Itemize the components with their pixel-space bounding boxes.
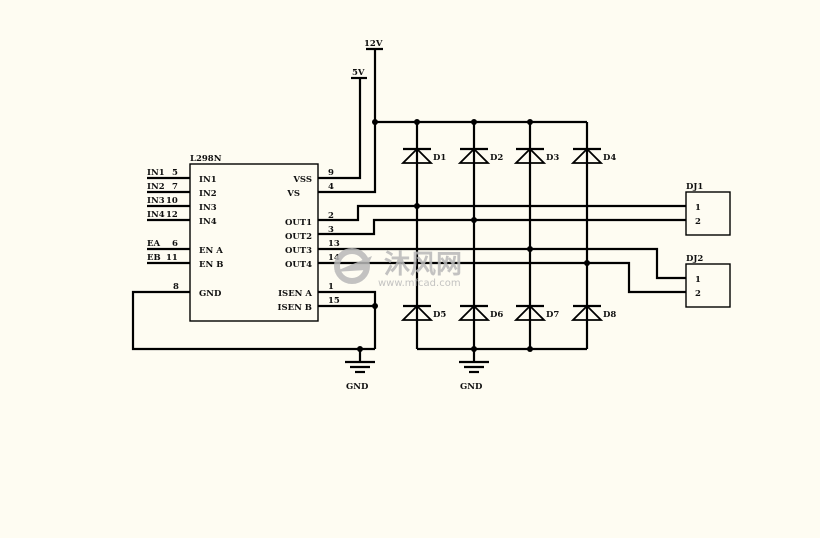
- pin-label-out2: OUT2: [285, 232, 312, 242]
- diode-d8: D8: [570, 304, 616, 321]
- diode-d3: D3: [513, 147, 559, 164]
- connector-dj2-pin1: 1: [695, 275, 701, 285]
- watermark-logo-icon: [334, 248, 372, 284]
- connector-dj1-pin2: 2: [695, 217, 701, 227]
- diode-label-d4: D4: [603, 153, 616, 163]
- pin-label-isenb: ISEN B: [277, 303, 312, 313]
- pin-label-out4: OUT4: [285, 260, 312, 270]
- pin-num-5: 5: [172, 168, 178, 178]
- pin-label-ena: EN A: [199, 246, 223, 256]
- diode-d2: D2: [457, 147, 503, 164]
- watermark-text: 沐风网: [384, 250, 462, 280]
- diode-label-d7: D7: [546, 310, 559, 320]
- pin-num-3: 3: [328, 225, 334, 235]
- net-label-in3: IN3: [147, 196, 165, 206]
- gnd-label-2: GND: [460, 382, 483, 392]
- pin-num-12: 12: [166, 210, 178, 220]
- chip-body: [189, 163, 319, 322]
- wire-vs: [318, 49, 377, 194]
- diode-label-d6: D6: [490, 310, 503, 320]
- pin-label-vs: VS: [286, 189, 300, 199]
- l298n-chip: L298N IN1 IN2 IN3 IN4 EN A EN B GND VSS …: [166, 154, 340, 322]
- net-label-ea: EA: [147, 239, 160, 249]
- wire-vss: [318, 78, 362, 180]
- pin-num-15: 15: [328, 296, 340, 306]
- diode-d7: D7: [513, 304, 559, 321]
- wire-out4: [318, 261, 686, 294]
- pin-num-10: 10: [166, 196, 178, 206]
- pin-num-4: 4: [328, 182, 334, 192]
- v5-label: 5V: [352, 68, 365, 78]
- diode-d5: D5: [400, 304, 446, 321]
- pin-num-9: 9: [328, 168, 334, 178]
- connector-dj2-pin2: 2: [695, 289, 701, 299]
- diode-bridge: D1 D2 D3 D4 D5 D6: [400, 119, 616, 352]
- pin-num-13: 13: [328, 239, 340, 249]
- net-label-in1: IN1: [147, 168, 165, 178]
- pin-label-enb: EN B: [199, 260, 223, 270]
- watermark-url: www.mfcad.com: [378, 278, 461, 289]
- v12-label: 12V: [364, 39, 383, 49]
- output-wires: [318, 203, 686, 294]
- diode-label-d8: D8: [603, 310, 616, 320]
- wire-out2: [318, 218, 686, 236]
- pin-label-in1: IN1: [199, 175, 217, 185]
- connector-label-dj2: DJ2: [686, 254, 703, 264]
- pin-num-2: 2: [328, 211, 334, 221]
- net-label-in4: IN4: [147, 210, 165, 220]
- wire-out1: [318, 204, 686, 222]
- chip-name: L298N: [190, 154, 222, 164]
- diode-label-d1: D1: [433, 153, 446, 163]
- ground-symbol-1: GND: [345, 346, 375, 392]
- power-rails: 12V 5V: [318, 39, 587, 194]
- pin-num-1: 1: [328, 282, 334, 292]
- wire-isena: [318, 290, 377, 349]
- pin-num-11: 11: [166, 253, 178, 263]
- watermark: 沐风网 www.mfcad.com: [334, 248, 462, 289]
- connector-label-dj1: DJ1: [686, 182, 703, 192]
- pin-label-gnd: GND: [199, 289, 222, 299]
- junction-col2-top: [471, 119, 477, 125]
- connector-dj1-pin1: 1: [695, 203, 701, 213]
- junction-col3-bottom: [527, 346, 533, 352]
- diode-d6: D6: [457, 304, 503, 321]
- pin-num-7: 7: [172, 182, 178, 192]
- connector-dj2: DJ2 1 2: [685, 254, 731, 308]
- diode-label-d5: D5: [433, 310, 446, 320]
- gnd-label-1: GND: [346, 382, 369, 392]
- junction-top-rail: [372, 119, 378, 125]
- pin-num-14: 14: [328, 253, 340, 263]
- diode-label-d3: D3: [546, 153, 559, 163]
- net-label-eb: EB: [147, 253, 161, 263]
- diode-label-d2: D2: [490, 153, 503, 163]
- ground-symbol-2: GND: [459, 349, 489, 392]
- connector-dj1: DJ1 1 2: [685, 182, 731, 236]
- junction-col3-top: [527, 119, 533, 125]
- input-nets: IN1 IN2 IN3 IN4 EA EB: [147, 168, 190, 265]
- pin-num-6: 6: [172, 239, 178, 249]
- pin-num-8: 8: [173, 282, 179, 292]
- pin-label-vss: VSS: [292, 175, 312, 185]
- wire-gnd-loop: [131, 290, 375, 351]
- pin-label-isena: ISEN A: [278, 289, 312, 299]
- diode-d1: D1: [400, 147, 446, 164]
- pin-label-in2: IN2: [199, 189, 217, 199]
- pin-label-in4: IN4: [199, 217, 217, 227]
- pin-label-out3: OUT3: [285, 246, 312, 256]
- junction-col1-top: [414, 119, 420, 125]
- pin-label-in3: IN3: [199, 203, 217, 213]
- net-label-in2: IN2: [147, 182, 165, 192]
- diode-d4: D4: [570, 147, 616, 164]
- junction-isenb: [372, 303, 378, 309]
- pin-label-out1: OUT1: [285, 218, 312, 228]
- wire-out3: [318, 247, 686, 280]
